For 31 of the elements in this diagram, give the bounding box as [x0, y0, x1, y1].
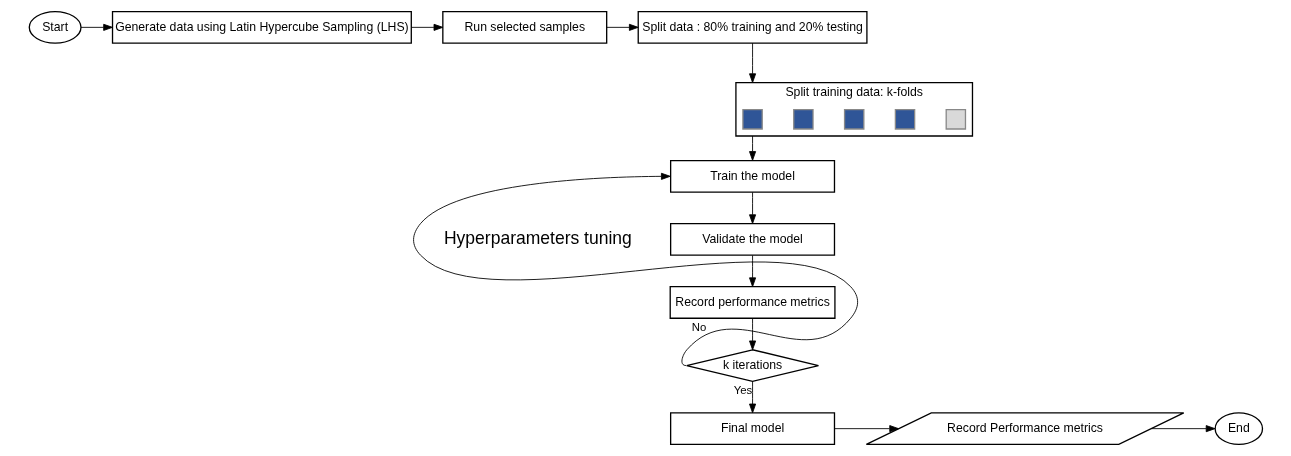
- arrow: [1150, 425, 1215, 433]
- edge-label: Yes: [733, 384, 752, 397]
- node-diamond: k iterations: [685, 349, 819, 382]
- arrow: [80, 23, 113, 31]
- arrow: [748, 318, 756, 351]
- arrow: [748, 135, 756, 161]
- node-box: Split data : 80% training and 20% testing: [637, 10, 868, 44]
- arrow: [605, 23, 639, 31]
- edge-label: No: [691, 321, 706, 334]
- arrow: [748, 42, 756, 83]
- node-box: Generate data using Latin Hypercube Sampling (LHS): [111, 10, 412, 44]
- node-box: [843, 109, 864, 130]
- node-box: Validate the model: [669, 222, 835, 256]
- label: Hyperparameters tuning: [443, 227, 632, 248]
- cluster: Split training data: k-folds: [734, 81, 973, 137]
- node-ellipse: End: [1214, 412, 1263, 446]
- node-box: [792, 109, 814, 130]
- arrow: [748, 191, 756, 224]
- node-box: [894, 109, 915, 130]
- node-box: Record performance metrics: [669, 286, 836, 319]
- node-box: [741, 109, 763, 130]
- node-box: Final model: [669, 412, 835, 446]
- arrow: [748, 255, 756, 288]
- arrow: [833, 425, 899, 433]
- arrow: [410, 23, 443, 31]
- node-box: Train the model: [669, 159, 835, 193]
- arrow: [412, 172, 858, 366]
- node-ellipse: Start: [28, 10, 82, 44]
- node-box: [945, 109, 966, 130]
- arrow: [748, 381, 756, 414]
- node-box: Run selected samples: [441, 10, 607, 44]
